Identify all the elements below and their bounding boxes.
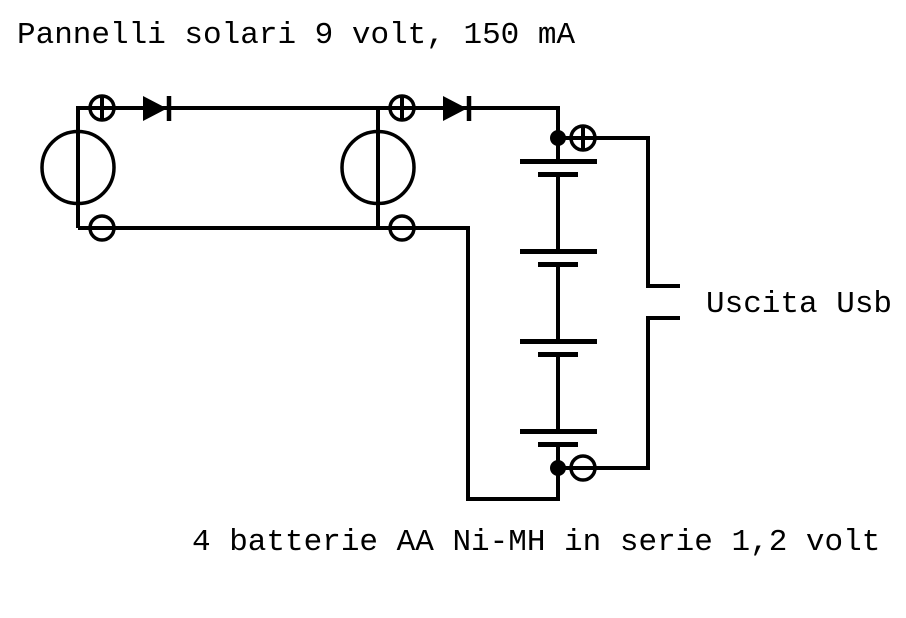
diagram-caption: 4 batterie AA Ni-MH in serie 1,2 volt bbox=[192, 525, 881, 560]
solar-panel-2 bbox=[340, 94, 416, 242]
diode-2-triangle-icon bbox=[443, 96, 467, 121]
top-bus-wire bbox=[76, 106, 560, 228]
battery-stack bbox=[520, 124, 597, 482]
usb-negative-wire bbox=[558, 316, 680, 470]
panel2-negative-terminal-icon bbox=[388, 214, 416, 242]
diode-1-triangle-icon bbox=[143, 96, 167, 121]
panel1-negative-terminal-icon bbox=[88, 214, 116, 242]
battery-negative-terminal-icon bbox=[569, 454, 597, 482]
solar-panel-1-symbol bbox=[40, 129, 116, 206]
solar-panel-2-symbol bbox=[340, 129, 416, 206]
usb-positive-wire bbox=[558, 136, 680, 288]
diode-2 bbox=[443, 96, 472, 121]
battery-bottom-junction-dot bbox=[550, 460, 566, 476]
diode-1 bbox=[143, 96, 172, 121]
wires bbox=[76, 106, 680, 501]
bottom-return-wire bbox=[78, 226, 560, 501]
solar-panel-1 bbox=[40, 94, 116, 242]
usb-output-label: Uscita Usb bbox=[706, 287, 893, 322]
battery-top-junction-dot bbox=[550, 130, 566, 146]
diagram-title: Pannelli solari 9 volt, 150 mA bbox=[17, 18, 576, 53]
